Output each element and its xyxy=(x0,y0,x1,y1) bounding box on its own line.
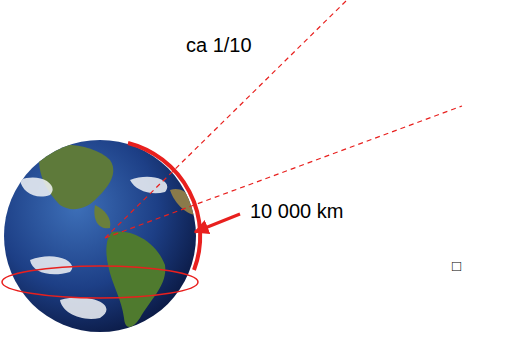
central-america xyxy=(94,205,110,228)
distance-label: 10 000 km xyxy=(250,200,343,223)
glyph-label: □ xyxy=(452,257,461,274)
meridian-arc xyxy=(128,143,200,270)
clouds xyxy=(20,139,174,319)
dashed-ray xyxy=(105,106,462,238)
dashed-ray xyxy=(105,0,347,238)
pointer-arrow xyxy=(195,214,240,232)
north-america xyxy=(39,145,113,209)
angle-label: ca 1/10 xyxy=(186,34,252,57)
equator-line xyxy=(2,266,198,298)
south-america xyxy=(106,231,165,327)
